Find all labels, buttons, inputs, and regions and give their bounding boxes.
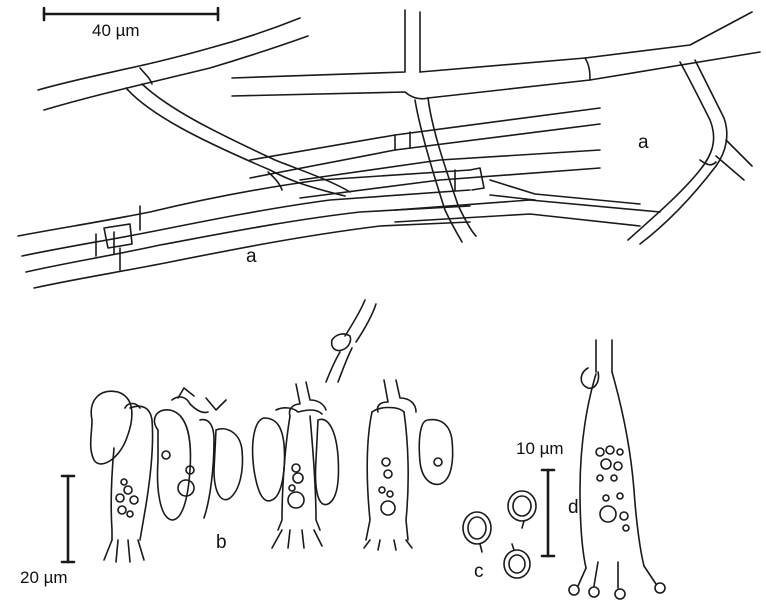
panel-label-a-right: a xyxy=(638,133,649,152)
basidia-panel-b xyxy=(91,300,453,562)
scale-bar-40um xyxy=(44,8,218,20)
scale-bar-10um xyxy=(542,470,554,556)
panel-label-a-lower: a xyxy=(246,247,257,266)
basidium-panel-d xyxy=(569,340,665,599)
scale-bar-20um xyxy=(62,476,74,562)
panel-label-c: c xyxy=(474,562,484,581)
scale-bar-20um-label: 20 µm xyxy=(20,569,68,586)
scale-bar-10um-label: 10 µm xyxy=(516,440,564,457)
scale-bar-40um-label: 40 µm xyxy=(92,22,140,39)
panel-label-b: b xyxy=(216,533,227,552)
panel-label-d: d xyxy=(568,498,579,517)
